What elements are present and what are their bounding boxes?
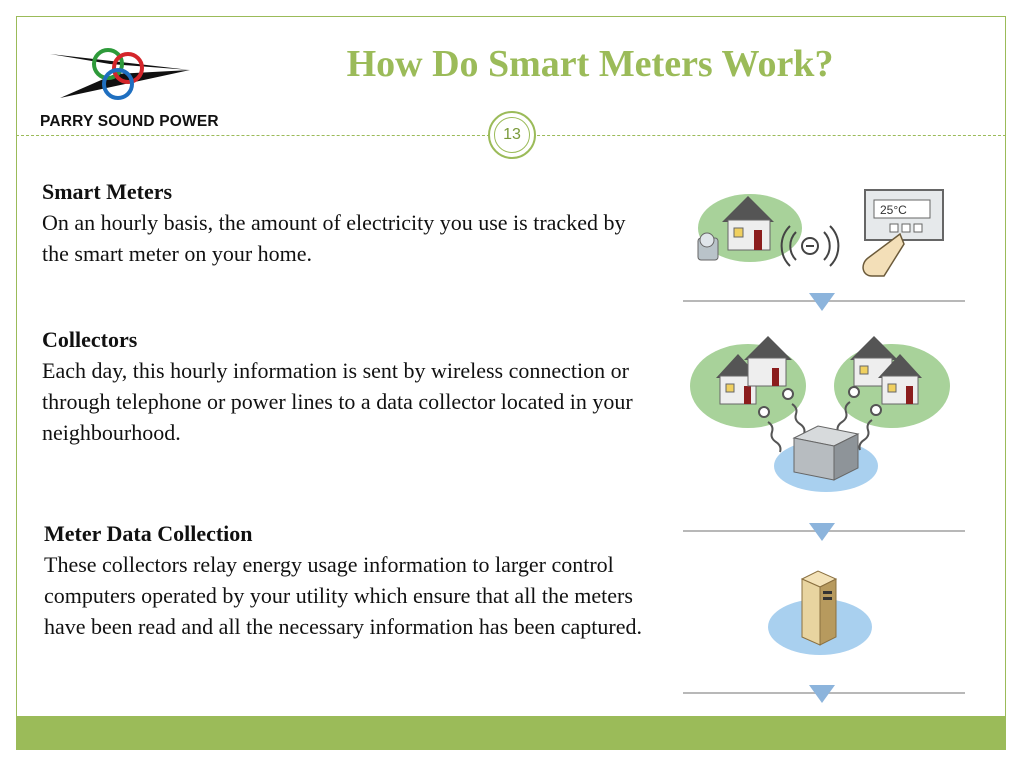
footer-band bbox=[16, 716, 1006, 750]
logo-rings-icon bbox=[50, 48, 190, 100]
section-body: On an hourly basis, the amount of electr… bbox=[42, 210, 626, 266]
section-meter-data-collection: Meter Data Collection These collectors r… bbox=[44, 518, 644, 642]
section-heading: Collectors bbox=[42, 327, 138, 352]
thermostat-icon: 25°C bbox=[864, 189, 944, 241]
smart-meter-illustration: 25°C bbox=[690, 180, 960, 295]
collector-illustration bbox=[686, 330, 966, 505]
server-illustration bbox=[760, 565, 880, 670]
page-number-badge: 13 bbox=[488, 111, 536, 159]
house-icon bbox=[878, 354, 922, 405]
signal-wave-icon bbox=[758, 386, 882, 453]
page-number: 13 bbox=[494, 117, 530, 153]
section-collectors: Collectors Each day, this hourly informa… bbox=[42, 324, 642, 448]
down-arrow-icon bbox=[809, 293, 835, 311]
section-body: Each day, this hourly information is sen… bbox=[42, 358, 633, 445]
down-arrow-icon bbox=[809, 685, 835, 703]
section-heading: Meter Data Collection bbox=[44, 521, 253, 546]
data-collector-box-icon bbox=[792, 425, 860, 481]
hand-icon bbox=[862, 232, 905, 277]
house-icon bbox=[744, 336, 792, 387]
thermostat-reading: 25°C bbox=[880, 203, 907, 217]
slide-title: How Do Smart Meters Work? bbox=[346, 43, 834, 85]
wireless-signal-icon bbox=[780, 225, 840, 267]
server-icon bbox=[800, 570, 838, 646]
brand-logo: PARRY SOUND POWER bbox=[40, 40, 219, 135]
section-smart-meters: Smart Meters On an hourly basis, the amo… bbox=[42, 176, 642, 269]
meter-device-icon bbox=[697, 232, 719, 261]
down-arrow-icon bbox=[809, 523, 835, 541]
house-icon bbox=[722, 196, 774, 251]
brand-name: PARRY SOUND POWER bbox=[40, 113, 219, 130]
section-body: These collectors relay energy usage info… bbox=[44, 552, 643, 639]
section-heading: Smart Meters bbox=[42, 179, 173, 204]
